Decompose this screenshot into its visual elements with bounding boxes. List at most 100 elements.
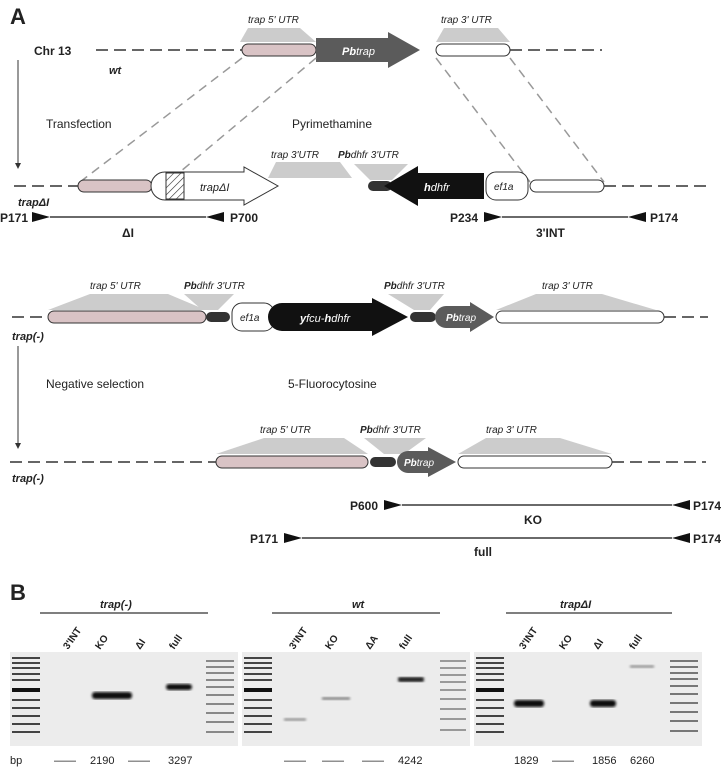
transfection-label: Transfection: [46, 117, 112, 131]
trap-5utr-label: trap 5' UTR: [248, 15, 299, 26]
primer-p174-marker-1: [628, 212, 646, 222]
full-amplicon-label: full: [474, 545, 492, 559]
size-3-2: ——: [552, 755, 574, 767]
pbtrap-gene-arrow: [316, 32, 420, 68]
ladder-left-2: [244, 657, 272, 733]
size-1-2: 2190: [90, 755, 114, 767]
trapm-3utr-box: [495, 310, 665, 324]
pbdhfr-wedge-2: [184, 294, 234, 310]
p171-label-2: P171: [250, 532, 278, 546]
gel-group-trapm-header: trap(-): [40, 599, 208, 614]
panel-a-letter: A: [10, 4, 26, 29]
trap-3utr-label: trap 3' UTR: [441, 15, 492, 26]
primer-p700-marker: [206, 212, 224, 222]
size-2-1: ——: [284, 755, 306, 767]
pbdhfr-label-1: Pbdhfr 3'UTR: [338, 150, 399, 161]
trapm-locus-1: trap(-) trap 5' UTR Pbdhfr 3'UTR ef1a yf…: [12, 281, 708, 343]
trapdi-3utr-label: trap 3'UTR: [271, 150, 319, 161]
trapdi-gene-label: trapΔI: [200, 182, 229, 194]
yfcu-hdhfr-label: yfcu-hdhfr: [299, 313, 351, 325]
band-faint-wt-1: [284, 718, 306, 721]
size-3-3: 1856: [592, 755, 616, 767]
lane-label-3-1: 3'INT: [517, 626, 540, 652]
pbdhfr-label-2: Pbdhfr 3'UTR: [184, 281, 245, 292]
gel-group-title-2: wt: [352, 599, 366, 611]
di-amplicon-label: ΔI: [122, 226, 134, 240]
hdhfr-arrow: [384, 166, 484, 206]
trapm-3utr-label: trap 3' UTR: [542, 281, 593, 292]
size-1-3: ——: [128, 755, 150, 767]
trapdi-locus: trapΔI trapΔI trap 3'UTR Pbdhfr 3'UTR hd…: [14, 150, 706, 209]
recombination-lines: [79, 57, 605, 183]
size-3-4: 6260: [630, 755, 654, 767]
size-3-1: 1829: [514, 755, 538, 767]
lane-label-2-2: KO: [323, 633, 341, 652]
pbtrap-label-2: Pbtrap: [446, 313, 476, 324]
trapm-locus-2: trap(-) trap 5' UTR Pbdhfr 3'UTR Pbtrap …: [10, 425, 706, 485]
p600-label: P600: [350, 499, 378, 513]
trap-3utr-wedge: [436, 28, 510, 42]
gel-group-wt-header: wt: [272, 599, 440, 614]
p174-label-3: P174: [693, 532, 721, 546]
trapm2-5utr-label: trap 5' UTR: [260, 425, 311, 436]
trapm-3utr-wedge: [496, 294, 656, 310]
primer-p174-marker-2: [672, 500, 690, 510]
pbdhfr-label-3: Pbdhfr 3'UTR: [384, 281, 445, 292]
ladder-right-2: [440, 660, 466, 731]
pbdhfr-label-4: Pbdhfr 3'UTR: [360, 425, 421, 436]
band-ko-trapm: [92, 692, 132, 699]
p174-label-1: P174: [650, 211, 678, 225]
lane-label-2-3: ΔA: [363, 634, 380, 652]
size-2-3: ——: [362, 755, 384, 767]
size-2-2: ——: [322, 755, 344, 767]
lane-label-1-4: full: [167, 633, 185, 652]
gel-image-3: [474, 652, 702, 746]
band-full-trapdi: [630, 665, 654, 668]
primer-p171-marker-2: [284, 533, 302, 543]
pbtrap-gene-label: Pbtrap: [342, 46, 375, 58]
ladder-left-3: [476, 657, 504, 733]
primers-di: P171 P700 ΔI P234 P174 3'INT: [0, 211, 678, 240]
pyrimethamine-label: Pyrimethamine: [292, 117, 372, 131]
lane-label-1-3: ΔI: [133, 637, 148, 652]
negative-selection-label: Negative selection: [46, 377, 144, 391]
primer-p171-marker: [32, 212, 50, 222]
chr13-label: Chr 13: [34, 44, 72, 58]
hdhfr-label: hdhfr: [424, 182, 451, 194]
trapm-5utr-box: [47, 310, 207, 324]
trapm2-3utr-box: [457, 455, 613, 469]
trap-3utr-box: [435, 43, 511, 57]
size-2-4: 4242: [398, 755, 422, 767]
pbtrap-arrow-2: [435, 302, 494, 332]
pbdhfr-box-2: [206, 312, 230, 322]
trap-5utr-box: [241, 43, 317, 57]
primer-p600-marker: [384, 500, 402, 510]
band-faint-wt-2: [322, 697, 350, 700]
pbdhfr-box-3: [410, 312, 436, 322]
p234-label: P234: [450, 211, 478, 225]
lane-label-2-4: full: [397, 633, 415, 652]
lane-label-3-2: KO: [557, 633, 575, 652]
trapdi-3utr-wedge: [268, 162, 352, 178]
lane-label-1-2: KO: [93, 633, 111, 652]
gel-group-title-3: trapΔI: [560, 599, 592, 611]
trapm2-3utr-label: trap 3' UTR: [486, 425, 537, 436]
gel-image-2: [242, 652, 470, 746]
pbdhfr-wedge-4: [364, 438, 426, 454]
pbtrap-label-3: Pbtrap: [404, 458, 434, 469]
pbdhfr-wedge-3: [388, 294, 444, 310]
ef1a-label-2: ef1a: [240, 313, 260, 324]
pbtrap-arrow-3: [397, 447, 456, 477]
trapdi-hatched-region: [165, 172, 185, 200]
size-1-1: ——: [54, 755, 76, 767]
wt-locus: Chr 13 wt trap 5' UTR Pbtrap trap 3' UTR: [34, 15, 602, 77]
size-1-4: 3297: [168, 755, 192, 767]
pbdhfr-box-4: [370, 457, 396, 467]
ef1a-label-1: ef1a: [494, 182, 514, 193]
trapm-line-label-1: trap(-): [12, 331, 44, 343]
pbdhfr-wedge-1: [354, 164, 408, 180]
primers-ko-full: P600 P174 KO P171 P174 full: [250, 499, 721, 559]
ladder-left-1: [12, 657, 40, 733]
panel-b-letter: B: [10, 580, 26, 605]
